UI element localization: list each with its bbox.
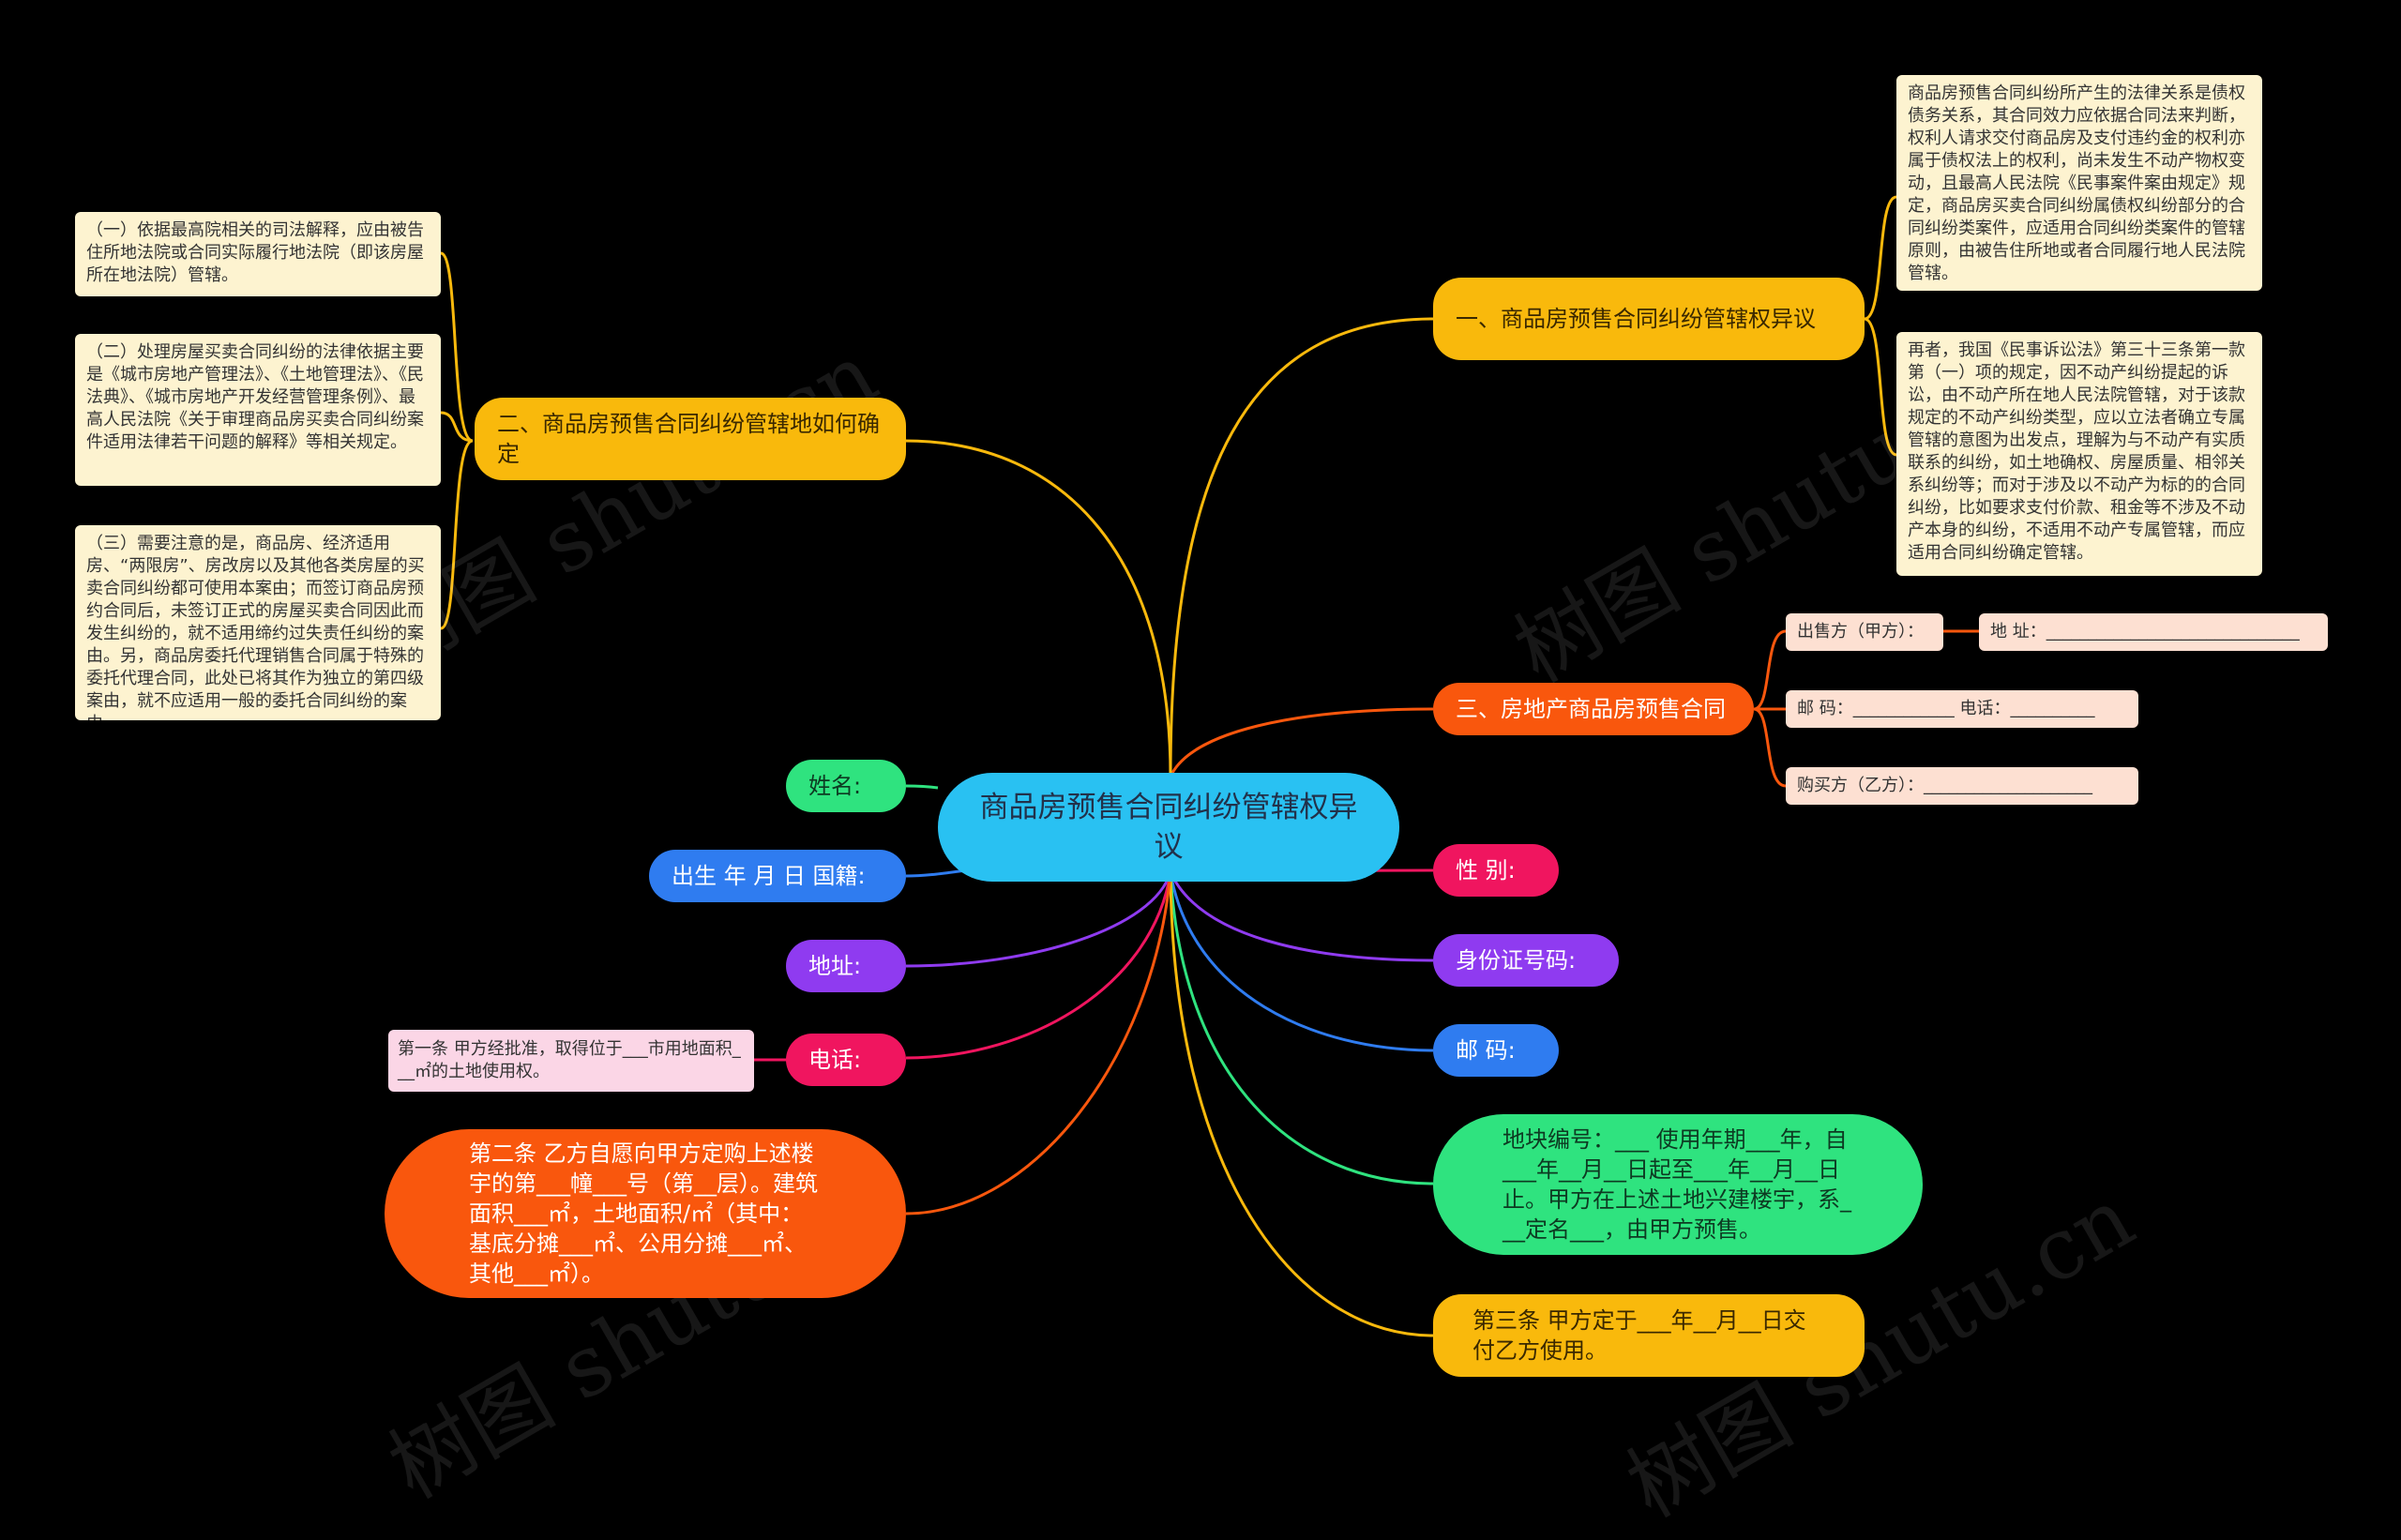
gender-field[interactable]: 性 别: [1433, 844, 1559, 897]
phone-field[interactable]: 电话: [786, 1034, 906, 1086]
postcode-field[interactable]: 邮 码: [1433, 1024, 1559, 1077]
id-number-field[interactable]: 身份证号码: [1433, 934, 1619, 987]
article-three[interactable]: 第三条 甲方定于___年__月__日交付乙方使用。 [1433, 1294, 1865, 1377]
connector-lines [440, 195, 1979, 1337]
branch-jurisdiction-location[interactable]: 二、商品房预售合同纠纷管辖地如何确定 [475, 398, 906, 480]
name-field[interactable]: 姓名: [786, 760, 906, 812]
branch-jurisdiction-objection[interactable]: 一、商品房预售合同纠纷管辖权异议 [1433, 278, 1865, 360]
article-one-note[interactable]: 第一条 甲方经批准，取得位于___市用地面积___㎡的土地使用权。 [388, 1030, 754, 1092]
birth-nationality-field[interactable]: 出生 年 月 日 国籍: [649, 850, 906, 902]
buyer-field[interactable]: 购买方（乙方）：____________________ [1786, 767, 2138, 805]
seller-field[interactable]: 出售方（甲方）： [1786, 613, 1943, 651]
branch-label: 一、商品房预售合同纠纷管辖权异议 [1456, 306, 1816, 332]
note-legal-relationship[interactable]: 商品房预售合同纠纷所产生的法律关系是债权债务关系，其合同效力应依据合同法来判断，… [1896, 75, 2262, 291]
root-title: 商品房预售合同纠纷管辖权异议 [979, 791, 1358, 864]
root-topic[interactable]: 商品房预售合同纠纷管辖权异议 [938, 773, 1399, 882]
address-field[interactable]: 地 址：______________________________ [1979, 613, 2328, 651]
branch-label: 三、房地产商品房预售合同 [1456, 696, 1726, 722]
note-attention[interactable]: （三）需要注意的是，商品房、经济适用房、“两限房”、房改房以及其他各类房屋的买卖… [75, 525, 441, 720]
note-supreme-court-interpretation[interactable]: （一）依据最高院相关的司法解释，应由被告住所地法院或合同实际履行地法院（即该房屋… [75, 212, 441, 296]
note-civil-procedure-law[interactable]: 再者，我国《民事诉讼法》第三十三条第一款第（一）项的规定，因不动产纠纷提起的诉讼… [1896, 332, 2262, 576]
branch-presale-contract[interactable]: 三、房地产商品房预售合同 [1433, 683, 1754, 735]
land-parcel-info[interactable]: 地块编号：___ 使用年期___年，自___年__月__日起至___年__月__… [1433, 1114, 1923, 1255]
note-legal-basis[interactable]: （二）处理房屋买卖合同纠纷的法律依据主要是《城市房地产管理法》、《土地管理法》、… [75, 334, 441, 486]
postcode-phone-field[interactable]: 邮 码：____________ 电话：__________ [1786, 690, 2138, 728]
branch-label: 二、商品房预售合同纠纷管辖地如何确定 [497, 411, 880, 467]
article-two[interactable]: 第二条 乙方自愿向甲方定购上述楼宇的第___幢___号（第__层）。建筑面积__… [385, 1129, 906, 1298]
address-field-left[interactable]: 地址: [786, 940, 906, 992]
